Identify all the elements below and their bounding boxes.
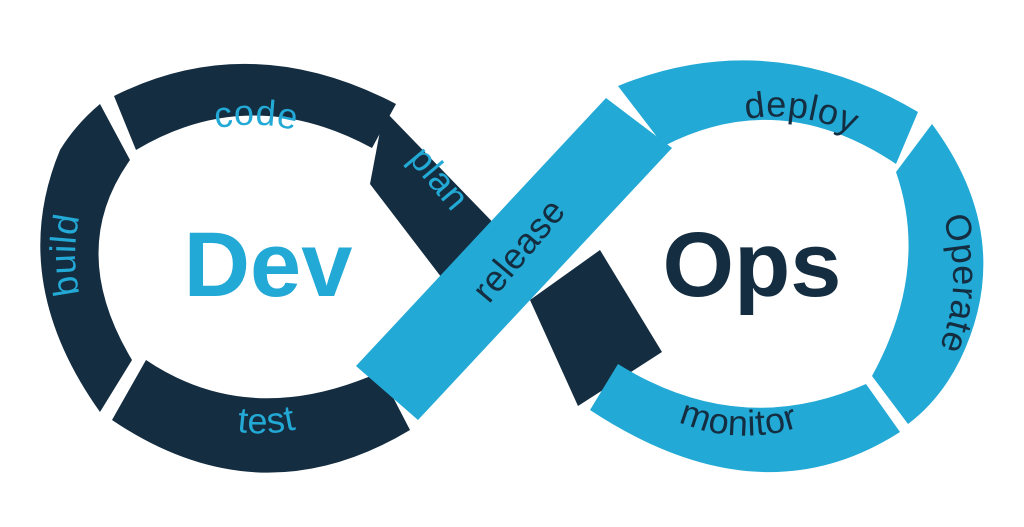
stage-label-build: build [42,210,87,299]
stage-label-test: test [236,397,298,441]
segment-code [114,63,396,151]
stage-label-monitor: monitor [676,391,802,444]
segment-ops-crossing-dark [530,250,662,406]
segment-build [40,104,132,412]
ops-title: Ops [663,214,842,316]
segment-operate [872,124,984,424]
dev-title: Dev [184,214,353,316]
segment-monitor [590,364,900,473]
segment-release [356,98,672,420]
segment-deploy [618,60,918,164]
segment-test [112,360,410,473]
